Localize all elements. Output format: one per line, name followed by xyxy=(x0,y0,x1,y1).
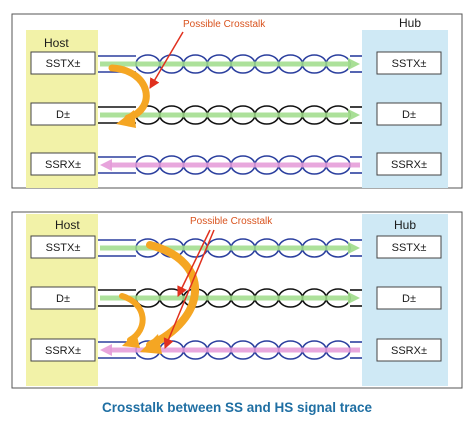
crosstalk-arrowhead-small xyxy=(122,332,140,348)
host-ssrx-label-box xyxy=(30,152,96,176)
host-sstx-label-box xyxy=(30,235,96,259)
hub-d-label-box xyxy=(376,102,442,126)
crosstalk-arrow-large xyxy=(146,241,199,349)
host-ssrx-label: SSRX± xyxy=(45,345,81,357)
crosstalk-arrow xyxy=(108,64,150,122)
hub-ssrx-label-box xyxy=(376,152,442,176)
host-ssrx-label-box xyxy=(30,338,96,362)
hub-sstx-label: SSTX± xyxy=(392,242,427,254)
host-ssrx-label: SSRX± xyxy=(45,159,81,171)
hub-sstx-label-box xyxy=(376,51,442,75)
host-sstx-label: SSTX± xyxy=(46,58,81,70)
host-sstx-label: SSTX± xyxy=(46,242,81,254)
hub-d-label: D± xyxy=(402,109,416,121)
hub-heading: Hub xyxy=(394,218,416,232)
trace-group xyxy=(98,54,362,175)
signal-arrowhead xyxy=(348,109,360,121)
crosstalk-arrowhead xyxy=(116,110,136,128)
signal-arrowhead xyxy=(348,58,360,70)
possible-crosstalk-label: Possible Crosstalk xyxy=(190,216,273,227)
host-d-label-box xyxy=(30,286,96,310)
signal-arrowhead xyxy=(100,159,112,171)
host-d-label: D± xyxy=(56,109,70,121)
panel-top: Host Hub Possible Crosstalk SSTX± D± SSR… xyxy=(11,13,463,189)
crosstalk-pointer xyxy=(163,229,215,349)
host-sstx-label-box xyxy=(30,51,96,75)
hub-d-label-box xyxy=(376,286,442,310)
hub-sstx-label: SSTX± xyxy=(392,58,427,70)
signal-arrowhead xyxy=(348,292,360,304)
signal-arrowhead xyxy=(348,242,360,254)
hub-heading: Hub xyxy=(399,16,421,30)
host-d-label: D± xyxy=(56,293,70,305)
hub-ssrx-label-box xyxy=(376,338,442,362)
host-d-label-box xyxy=(30,102,96,126)
figure-caption: Crosstalk between SS and HS signal trace xyxy=(101,400,373,415)
crosstalk-pointer xyxy=(177,229,211,297)
hub-ssrx-label: SSRX± xyxy=(391,345,427,357)
host-heading: Host xyxy=(55,218,80,232)
crosstalk-arrowhead-large xyxy=(140,334,162,354)
crosstalk-pointer xyxy=(149,31,184,89)
hub-ssrx-label: SSRX± xyxy=(391,159,427,171)
hub-sstx-label-box xyxy=(376,235,442,259)
signal-arrowhead xyxy=(100,344,112,356)
possible-crosstalk-label: Possible Crosstalk xyxy=(183,19,266,30)
hub-d-label: D± xyxy=(402,293,416,305)
panel-bottom: Host Hub Possible Crosstalk SSTX± D± SSR… xyxy=(11,211,463,389)
host-heading: Host xyxy=(44,36,69,50)
